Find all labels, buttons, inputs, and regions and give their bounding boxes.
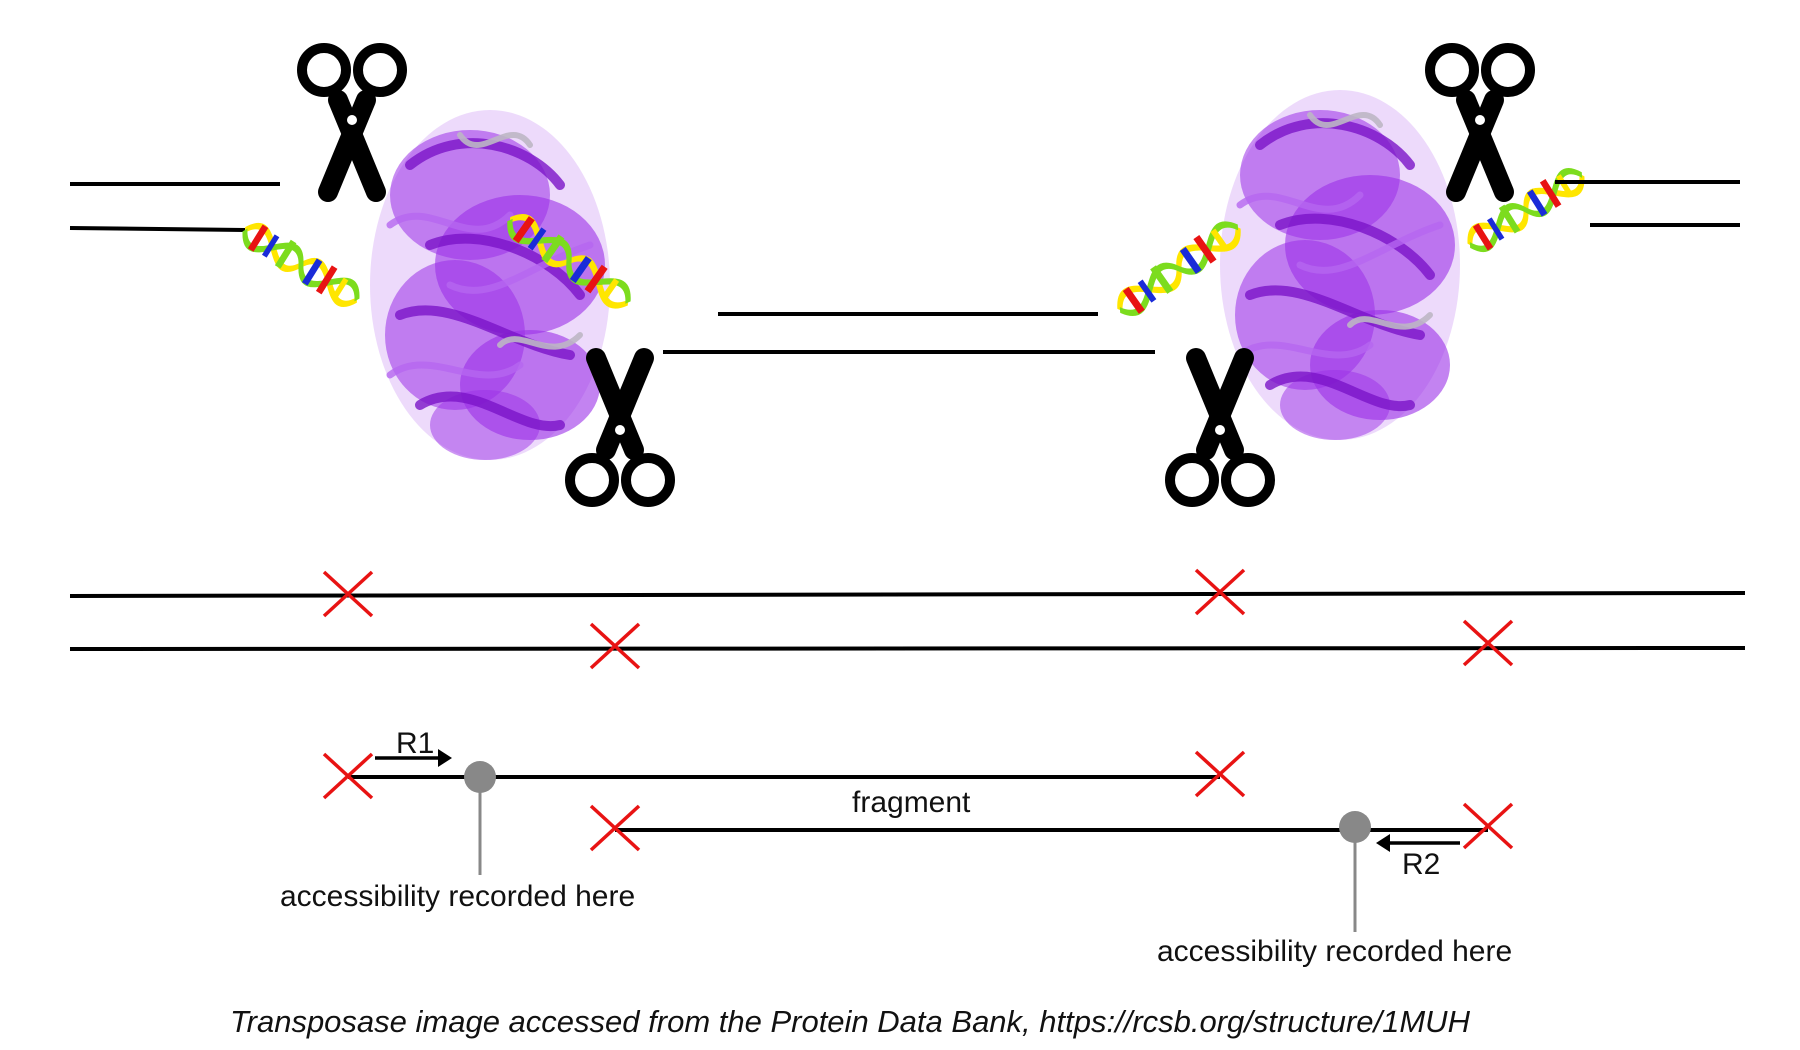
cut-site-mark bbox=[1462, 802, 1514, 850]
read-r2-label: R2 bbox=[1402, 848, 1441, 881]
transposase-structure-right bbox=[1220, 90, 1460, 440]
image-credit-caption: Transposase image accessed from the Prot… bbox=[230, 1004, 1470, 1039]
dna-strand-top-left-2 bbox=[69, 226, 246, 232]
cut-site-mark bbox=[589, 622, 641, 670]
read-r1-arrow bbox=[375, 749, 452, 767]
read-r1-label: R1 bbox=[396, 727, 435, 760]
scissors-icon bbox=[1430, 48, 1530, 192]
intact-dna bbox=[69, 568, 1746, 670]
fragment-label: fragment bbox=[852, 786, 971, 819]
record-point-left bbox=[464, 761, 496, 793]
dna-helix-left-1 bbox=[238, 216, 366, 311]
scissors-icon bbox=[302, 48, 402, 192]
accessibility-label-right: accessibility recorded here bbox=[1157, 935, 1513, 968]
transposase-right bbox=[1111, 48, 1740, 502]
cut-site-mark bbox=[1194, 750, 1246, 798]
dna-strand-upper bbox=[69, 591, 1746, 598]
transposase-structure-left bbox=[370, 110, 610, 460]
dna-strand-lower bbox=[69, 646, 1746, 651]
record-point-right bbox=[1339, 811, 1371, 843]
dna-helix-right-2 bbox=[1462, 161, 1590, 256]
read-r2-arrow bbox=[1376, 834, 1460, 852]
transposase-left bbox=[69, 48, 1155, 502]
accessibility-label-left: accessibility recorded here bbox=[280, 880, 636, 913]
fragment-diagram bbox=[322, 749, 1514, 932]
cut-site-mark bbox=[1462, 619, 1514, 667]
